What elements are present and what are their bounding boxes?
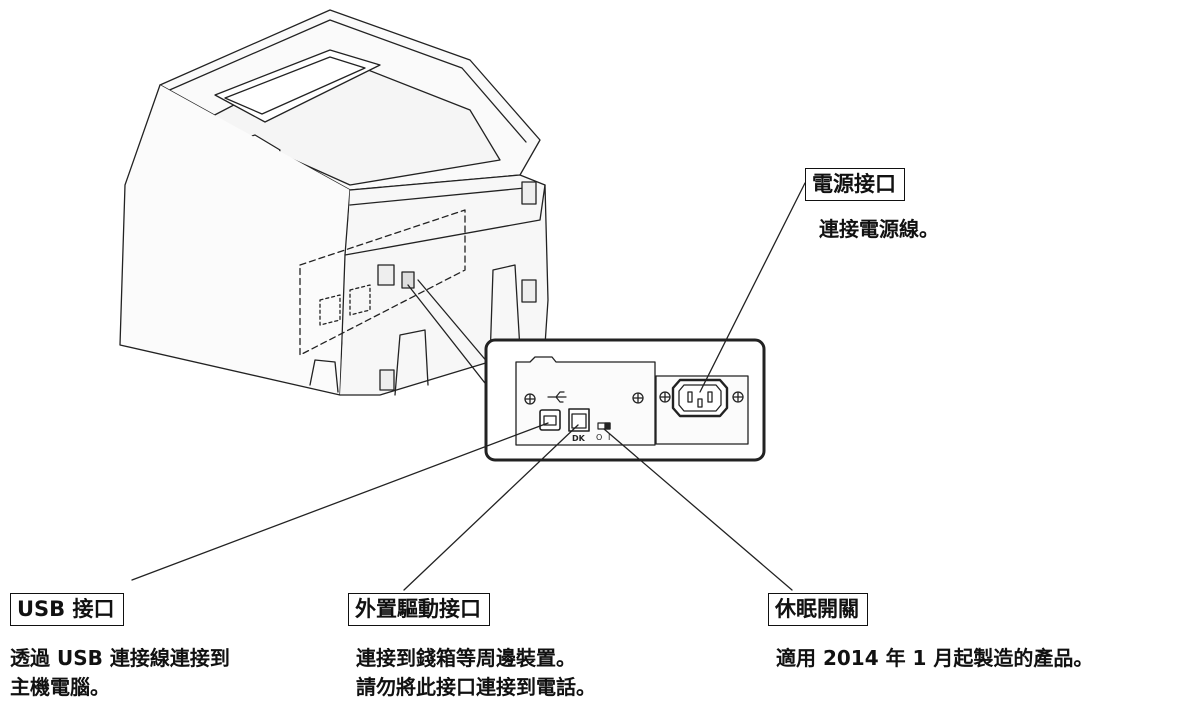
- power-connector-desc: 連接電源線。: [819, 217, 939, 241]
- drawer-connector-desc-line2: 請勿將此接口連接到電話。: [356, 675, 596, 699]
- dk-port-mark: DK: [572, 434, 586, 443]
- callout-lines: [131, 182, 806, 591]
- switch-on-mark: I: [608, 433, 610, 442]
- printer-illustration: [119, 9, 549, 396]
- zoom-leader-lines: [407, 279, 495, 393]
- power-connector-label: 電源接口: [805, 168, 905, 201]
- drawer-connector-label: 外置驅動接口: [348, 593, 490, 626]
- usb-connector-desc-line2: 主機電腦。: [10, 675, 110, 699]
- usb-connector-desc-line1: 透過 USB 連接線連接到: [10, 646, 230, 670]
- switch-off-mark: O: [596, 433, 602, 442]
- sleep-switch-label: 休眠開關: [768, 593, 868, 626]
- sleep-switch-desc: 適用 2014 年 1 月起製造的產品。: [776, 646, 1094, 670]
- rear-panel-zoom: [484, 338, 766, 462]
- drawer-connector-desc-line1: 連接到錢箱等周邊裝置。: [356, 646, 576, 670]
- usb-connector-label: USB 接口: [10, 593, 124, 626]
